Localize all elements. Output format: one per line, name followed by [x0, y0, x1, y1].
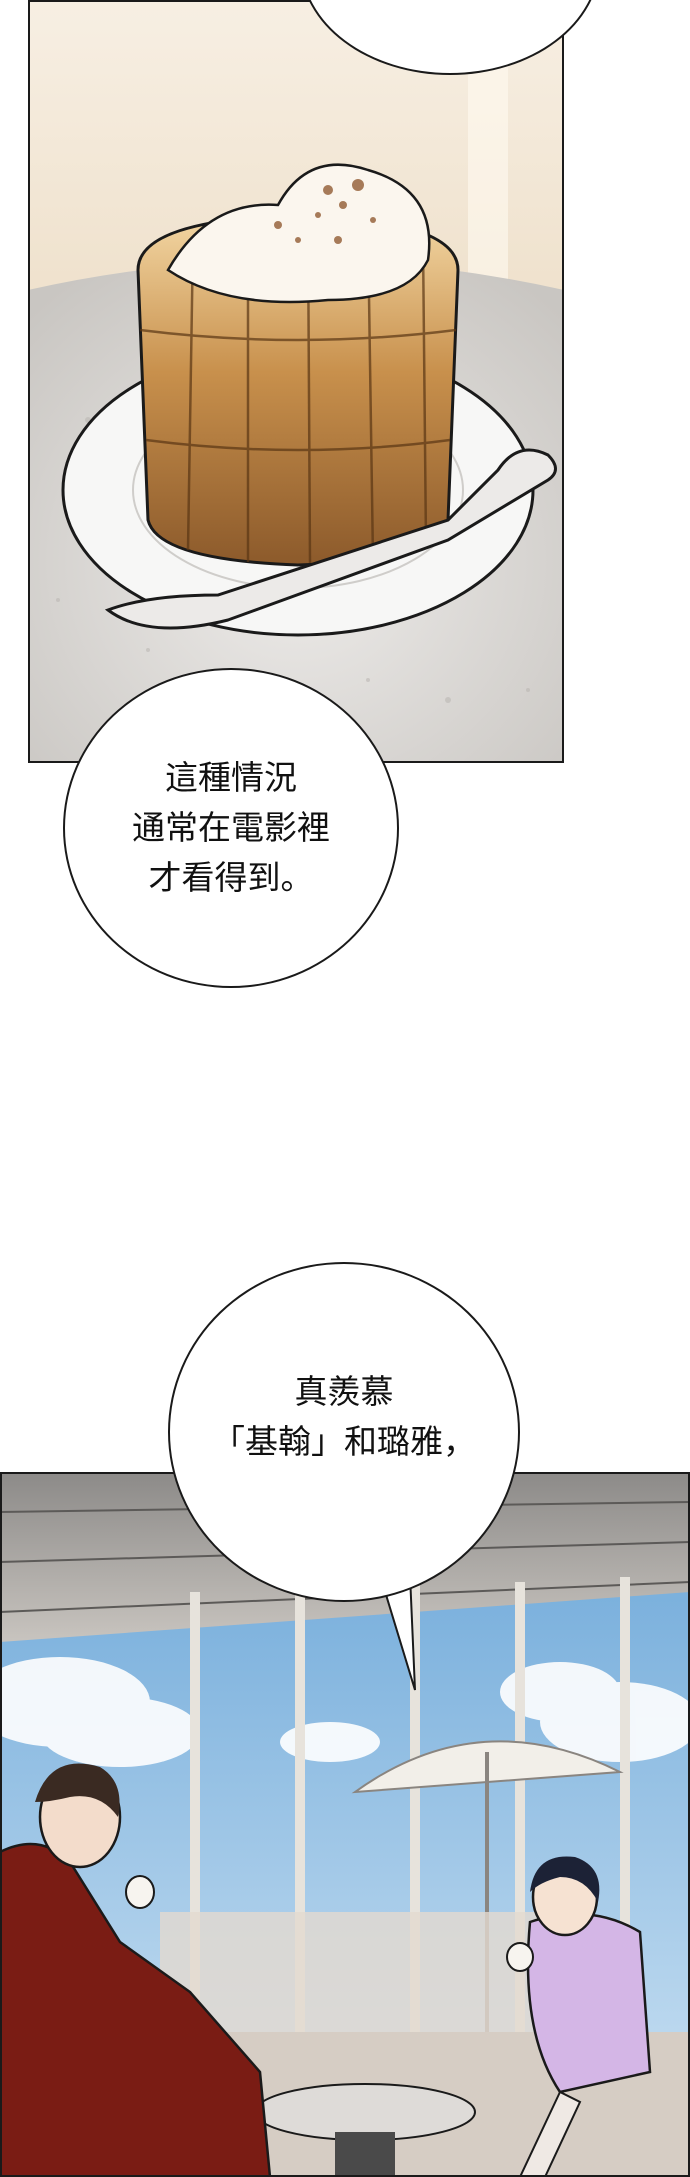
speech-bubble-movies: 這種情況 通常在電影裡 才看得到。 [63, 668, 399, 988]
round-table [254, 2083, 476, 2141]
bubble-text-line: 「基翰」和璐雅， [212, 1422, 476, 1461]
bubble-text-line: 真羨慕 [294, 1372, 394, 1411]
bubble-text-line: 這種情況 [165, 758, 297, 797]
clouds [0, 1657, 690, 1767]
speech-bubble-envy: 真羨慕 「基翰」和璐雅， [168, 1262, 520, 1602]
man-in-red-suit [0, 1763, 272, 2177]
woman-in-purple-hoodie [506, 1856, 652, 2177]
panel-coffee-dessert [28, 0, 564, 763]
bubble-text-line: 通常在電影裡 [132, 808, 330, 847]
cocoa-dust [274, 179, 376, 244]
bubble-text-line: 才看得到。 [148, 858, 314, 897]
outdoor-sofa [160, 1912, 580, 2032]
spoon [104, 448, 557, 630]
cream-topping [166, 163, 431, 304]
coffee-illustration [28, 0, 564, 763]
table-base [335, 2132, 395, 2177]
